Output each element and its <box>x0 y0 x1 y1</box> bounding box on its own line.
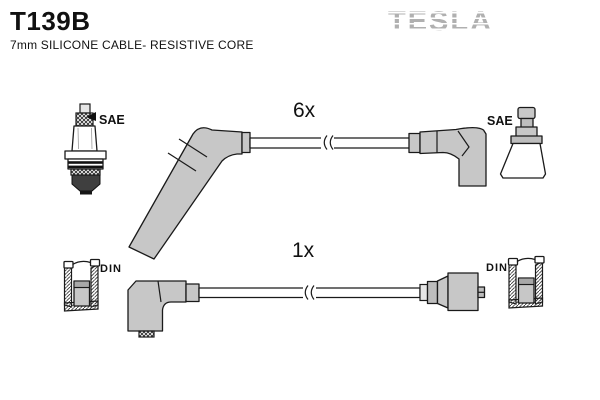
spark-plug-shell <box>71 174 101 192</box>
sae-connector <box>499 106 547 179</box>
break-squiggle <box>304 285 309 300</box>
cable-collar <box>408 132 421 154</box>
count-6x-label: 6x <box>293 99 316 122</box>
cable-1x <box>127 272 486 338</box>
din-left-label: DIN <box>100 263 122 275</box>
din-connector-right <box>507 255 545 309</box>
part-number: T139B <box>10 6 91 36</box>
spark-plug-thread-tip <box>80 191 92 195</box>
elbow-boot-left <box>127 280 187 332</box>
sae-neck <box>520 117 534 129</box>
boot-rib <box>167 152 197 172</box>
insulator-line <box>77 127 79 150</box>
spark-plug-gasket <box>70 168 101 176</box>
connector-ring <box>419 283 429 302</box>
cable-collar <box>241 131 251 154</box>
insulator-line <box>91 127 93 150</box>
count-1x-label: 1x <box>292 239 315 262</box>
boot-contact-nub <box>138 330 155 338</box>
boot-seam <box>157 280 162 303</box>
elbow-boot-right <box>419 126 487 187</box>
cable-collar <box>185 283 200 303</box>
cable-6x <box>128 126 487 260</box>
sae-left-arrow-icon <box>86 112 96 121</box>
header: T139B 7mm SILICONE CABLE- RESISTIVE CORE <box>10 6 254 53</box>
sae-right-label: SAE <box>487 114 513 128</box>
din-right-label: DIN <box>486 262 508 274</box>
spark-plug-flange <box>64 150 107 160</box>
boot-crease <box>457 130 470 157</box>
spark-plug <box>64 103 107 195</box>
sae-collar <box>510 135 543 145</box>
sae-left-label: SAE <box>99 113 125 127</box>
break-squiggle <box>323 135 328 150</box>
connector-barrel <box>447 272 479 312</box>
product-description: 7mm SILICONE CABLE- RESISTIVE CORE <box>10 38 254 53</box>
hex-band <box>68 161 103 164</box>
connector-cone <box>436 275 449 309</box>
sae-boot-body <box>499 142 547 179</box>
angled-boot-left <box>128 127 243 260</box>
break-squiggle <box>310 285 315 300</box>
spark-plug-insulator <box>71 125 98 152</box>
hex-band <box>68 165 103 169</box>
sae-cap <box>517 106 536 120</box>
din-connector-left <box>63 258 101 312</box>
boot-rib <box>178 138 208 158</box>
spark-plug-tip <box>79 103 91 114</box>
connector-ring <box>426 280 439 305</box>
break-squiggle <box>329 135 334 150</box>
